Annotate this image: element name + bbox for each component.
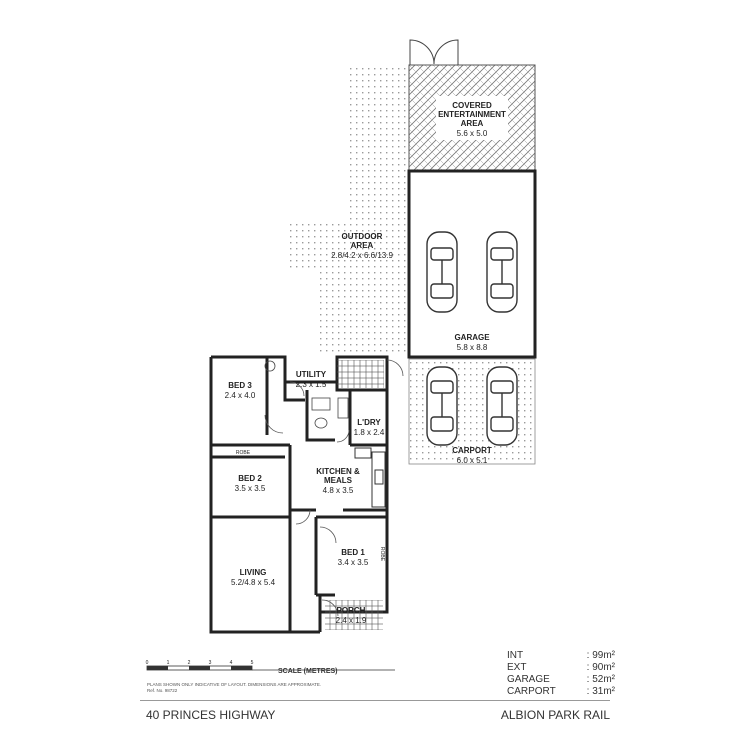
footer-divider — [140, 700, 610, 701]
area-key: EXT — [507, 662, 527, 673]
covered-dims: 5.6 x 5.0 — [457, 129, 488, 138]
bed2-label: BED 2 — [238, 474, 262, 483]
scale-tick-5: 5 — [251, 660, 254, 666]
covered-entertainment-area — [408, 64, 536, 172]
kitchen-label-2: MEALS — [324, 476, 353, 485]
area-row: GARAGE : 52m² — [507, 674, 615, 686]
door-swings — [264, 359, 404, 617]
outdoor-label-2: AREA — [351, 241, 374, 250]
scale-tick-0: 0 — [146, 660, 149, 666]
area-value: : 52m² — [586, 674, 615, 685]
area-key: INT — [507, 650, 524, 661]
robe-label-bed1: ROBE — [379, 547, 385, 562]
property-suburb: ALBION PARK RAIL — [500, 708, 610, 722]
disclaimer: PLANS SHOWN ONLY INDICATIVE OF LAYOUT. D… — [147, 682, 321, 694]
bed3-dims: 2.4 x 4.0 — [225, 391, 256, 400]
carport-label: CARPORT — [452, 446, 492, 455]
area-row: EXT : 90m² — [507, 662, 615, 674]
ldry-dims: 1.8 x 2.4 — [354, 428, 385, 437]
outdoor-label-1: OUTDOOR — [342, 232, 383, 241]
covered-label-2: ENTERTAINMENT — [438, 110, 506, 119]
bed2-dims: 3.5 x 3.5 — [235, 484, 266, 493]
outdoor-area — [288, 65, 409, 356]
area-row: INT : 99m² — [507, 650, 615, 662]
utility-label: UTILITY — [296, 370, 327, 379]
scale-bar: 0 1 2 3 4 5 — [146, 660, 395, 671]
outdoor-dims: 2.8/4.2 x 6.6/13.9 — [331, 251, 393, 260]
covered-label-3: AREA — [461, 119, 484, 128]
garage-label: GARAGE — [454, 333, 490, 342]
carport-dims: 6.0 x 5.1 — [457, 456, 488, 465]
living-label: LIVING — [240, 568, 267, 577]
scale-tick-3: 3 — [209, 660, 212, 666]
tiled-floor — [325, 360, 384, 630]
bathroom-fixtures — [264, 360, 349, 429]
area-key: CARPORT — [507, 686, 556, 697]
disclaimer-line-1: PLANS SHOWN ONLY INDICATIVE OF LAYOUT. D… — [147, 682, 322, 687]
porch-label: PORCH — [337, 606, 366, 615]
disclaimer-line-2: Ref. No. 98722 — [147, 688, 178, 693]
utility-dims: 2.3 x 1.5 — [296, 380, 327, 389]
area-key: GARAGE — [507, 674, 550, 685]
bed3-label: BED 3 — [228, 381, 252, 390]
car-icons — [426, 231, 518, 446]
area-row: CARPORT : 31m² — [507, 686, 615, 698]
kitchen-dims: 4.8 x 3.5 — [323, 486, 354, 495]
robe-label-bed2: ROBE — [236, 450, 251, 456]
area-summary: INT : 99m² EXT : 90m² GARAGE : 52m² CARP… — [507, 650, 615, 698]
area-value: : 99m² — [586, 650, 615, 661]
kitchen-label-1: KITCHEN & — [316, 467, 360, 476]
double-door-icon — [409, 39, 459, 65]
scale-tick-1: 1 — [167, 660, 170, 666]
garage-dims: 5.8 x 8.8 — [457, 343, 488, 352]
porch-dims: 2.4 x 1.9 — [336, 616, 367, 625]
scale-label: SCALE (METRES) — [278, 668, 338, 675]
bed1-label: BED 1 — [341, 548, 365, 557]
ldry-label: L'DRY — [357, 418, 381, 427]
kitchen-bench — [354, 447, 386, 508]
scale-tick-2: 2 — [188, 660, 191, 666]
property-address: 40 PRINCES HIGHWAY — [146, 708, 276, 722]
covered-label-1: COVERED — [452, 101, 492, 110]
scale-tick-4: 4 — [230, 660, 233, 666]
living-dims: 5.2/4.8 x 5.4 — [231, 578, 276, 587]
bed1-dims: 3.4 x 3.5 — [338, 558, 369, 567]
area-value: : 90m² — [586, 662, 615, 673]
area-value: : 31m² — [586, 686, 615, 697]
room-labels: COVERED ENTERTAINMENT AREA 5.6 x 5.0 OUT… — [225, 101, 506, 625]
